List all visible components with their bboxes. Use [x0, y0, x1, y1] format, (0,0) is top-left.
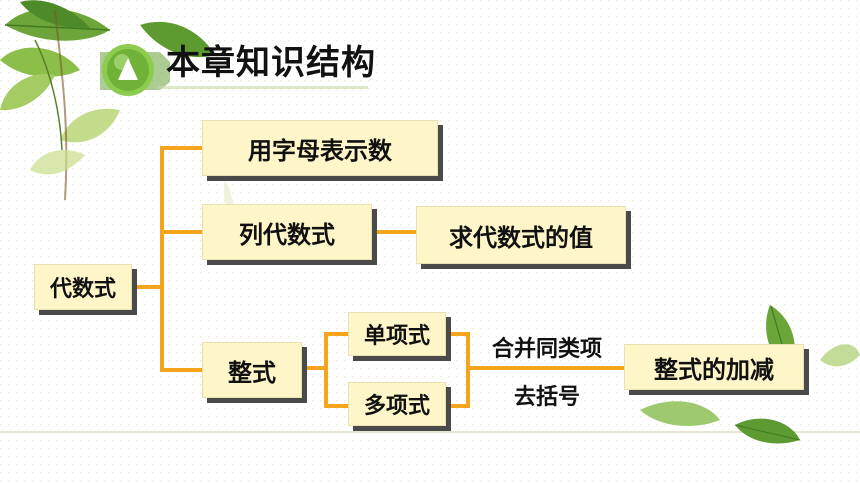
label-combine-like-terms: 合并同类项: [491, 337, 602, 362]
node-value: 求代数式的值: [416, 206, 626, 264]
node-add-sub-label: 整式的加减: [654, 355, 774, 384]
node-monomial: 单项式: [348, 312, 446, 356]
node-integral: 整式: [202, 342, 302, 398]
node-letters: 用字母表示数: [202, 120, 438, 176]
node-value-label: 求代数式的值: [449, 223, 593, 252]
node-list-label: 列代数式: [239, 220, 335, 249]
node-polynomial: 多项式: [348, 382, 446, 426]
node-monomial-label: 单项式: [363, 324, 430, 349]
node-letters-label: 用字母表示数: [248, 136, 392, 165]
node-polynomial-label: 多项式: [363, 394, 430, 419]
node-root: 代数式: [34, 264, 132, 310]
connector-merge: [444, 332, 470, 408]
node-list: 列代数式: [202, 204, 372, 260]
node-root-label: 代数式: [49, 277, 116, 302]
page-title: 本章知识结构: [166, 43, 376, 83]
node-add-sub: 整式的加减: [624, 344, 804, 390]
label-remove-brackets: 去括号: [513, 385, 580, 410]
node-integral-label: 整式: [228, 358, 276, 387]
